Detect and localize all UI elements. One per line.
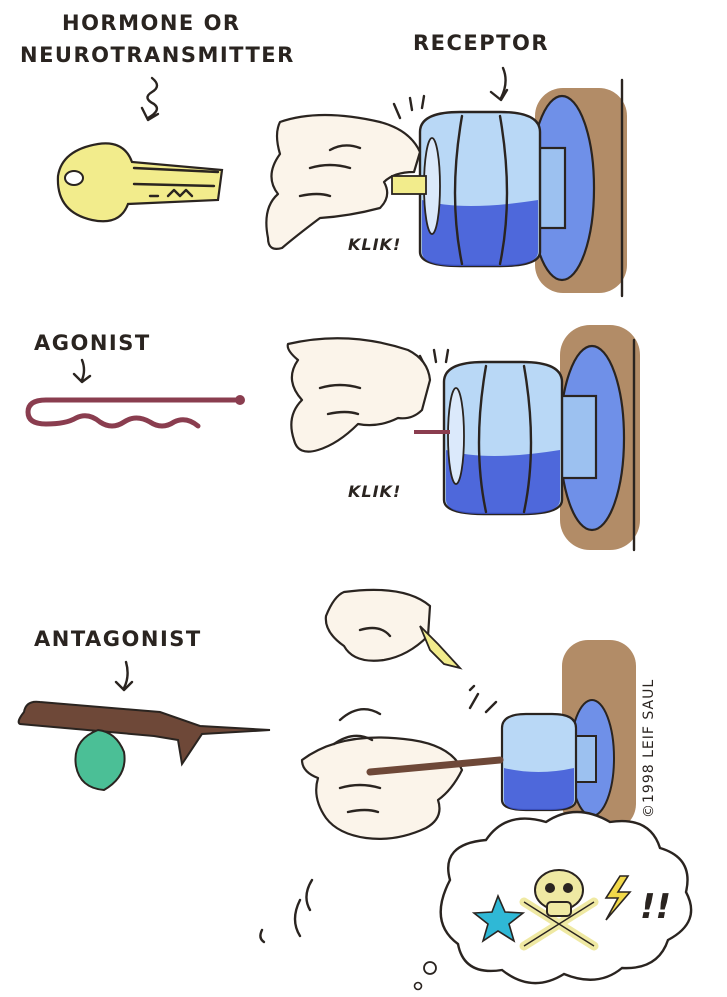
receptor-arrow-icon: [491, 68, 507, 100]
twig-icon: [19, 702, 270, 790]
agonist-label: AGONIST: [34, 331, 151, 355]
hairpin-icon: [28, 395, 245, 426]
thought-dot: [415, 983, 422, 990]
hand-2: [288, 338, 450, 451]
hand-holding-key: [326, 590, 460, 668]
row-antagonist: ANTAGONIST ©: [19, 590, 691, 990]
antagonist-label: ANTAGONIST: [34, 627, 202, 651]
klik-sound-2: KLIK!: [348, 482, 401, 501]
receptor-label: RECEPTOR: [413, 31, 549, 55]
doorknob-receptor-3: [502, 700, 614, 816]
row-agonist: AGONIST KLIK!: [28, 325, 640, 550]
hormone-label-line2: NEUROTRANSMITTER: [20, 43, 295, 67]
row-hormone: HORMONE OR NEUROTRANSMITTER RECEPTOR: [20, 11, 627, 296]
key-icon: [58, 143, 222, 221]
thought-dot: [424, 962, 436, 974]
antagonist-arrow-icon: [116, 662, 132, 690]
drip-icon: [260, 930, 264, 942]
agonist-arrow-icon: [74, 360, 90, 382]
hand-1: [266, 115, 426, 249]
leaf-icon: [75, 730, 124, 790]
thought-bubble: !!: [441, 812, 691, 983]
exclamation-icon: !!: [640, 887, 671, 927]
copyright-credit: ©1998 LEIF SAUL: [641, 679, 657, 818]
squiggle-arrow-icon: [142, 78, 158, 120]
hand-3-jamming-twig: [302, 738, 500, 839]
doorknob-receptor-2: [420, 346, 624, 530]
klik-sound-1: KLIK!: [348, 235, 401, 254]
hormone-label-line1: HORMONE OR: [62, 11, 241, 35]
